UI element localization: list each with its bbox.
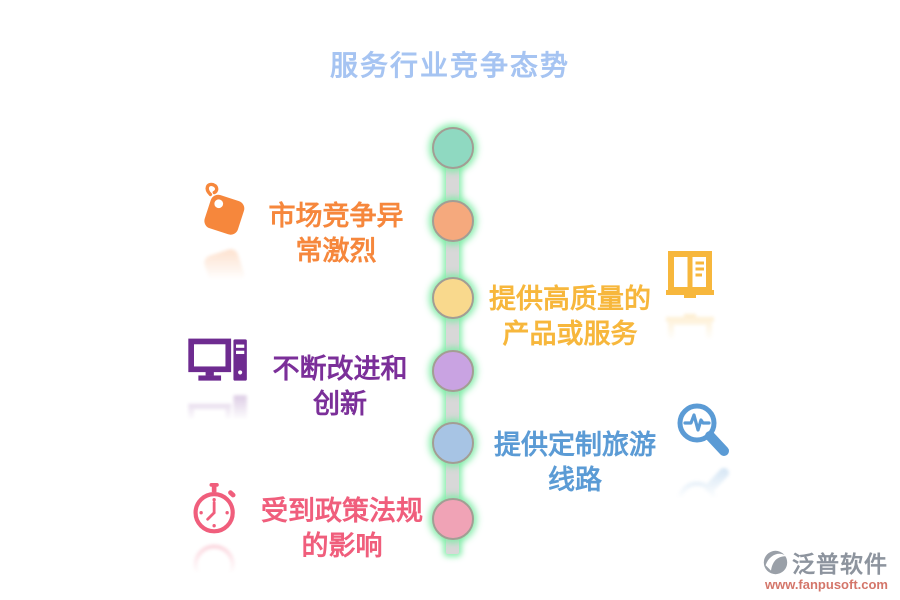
label-policy-regulation: 受到政策法规 的影响	[254, 494, 430, 564]
label-line: 市场竞争异	[268, 201, 404, 231]
label-custom-travel: 提供定制旅游 线路	[487, 428, 663, 498]
timeline-node-1	[432, 127, 474, 169]
timeline-node-3	[432, 277, 474, 319]
label-line: 提供高质量的	[489, 284, 651, 314]
magnifier-icon	[672, 400, 732, 460]
label-line: 的影响	[301, 531, 383, 561]
magnifier-icon-reflection	[672, 464, 732, 524]
page-title: 服务行业竞争态势	[329, 50, 570, 81]
label-innovation: 不断改进和 创新	[262, 352, 418, 422]
label-market-competition: 市场竞争异 常激烈	[256, 199, 416, 269]
label-high-quality: 提供高质量的 产品或服务	[482, 282, 658, 352]
label-line: 创新	[313, 389, 367, 419]
timeline-node-2	[432, 200, 474, 242]
timeline-node-4	[432, 350, 474, 392]
tag-icon-reflection	[192, 244, 254, 306]
stopwatch-icon-reflection	[190, 541, 242, 597]
computer-icon-reflection	[186, 390, 252, 442]
watermark-url: www.fanpusoft.com	[764, 577, 888, 592]
label-line: 提供定制旅游	[494, 430, 656, 460]
watermark-brand: 泛普软件	[792, 551, 888, 577]
book-icon-reflection	[658, 308, 722, 364]
tag-icon	[192, 178, 254, 240]
label-line: 不断改进和	[272, 354, 408, 384]
stopwatch-icon	[190, 481, 242, 537]
label-line: 产品或服务	[502, 319, 638, 349]
timeline-node-5	[432, 422, 474, 464]
label-line: 受到政策法规	[261, 496, 423, 526]
timeline-node-6	[432, 498, 474, 540]
label-line: 线路	[548, 465, 602, 495]
book-icon	[658, 248, 722, 304]
label-line: 常激烈	[295, 236, 377, 266]
watermark: 泛普软件 www.fanpusoft.com	[762, 545, 888, 592]
fanpu-logo-icon	[762, 549, 789, 576]
computer-icon	[186, 334, 252, 386]
